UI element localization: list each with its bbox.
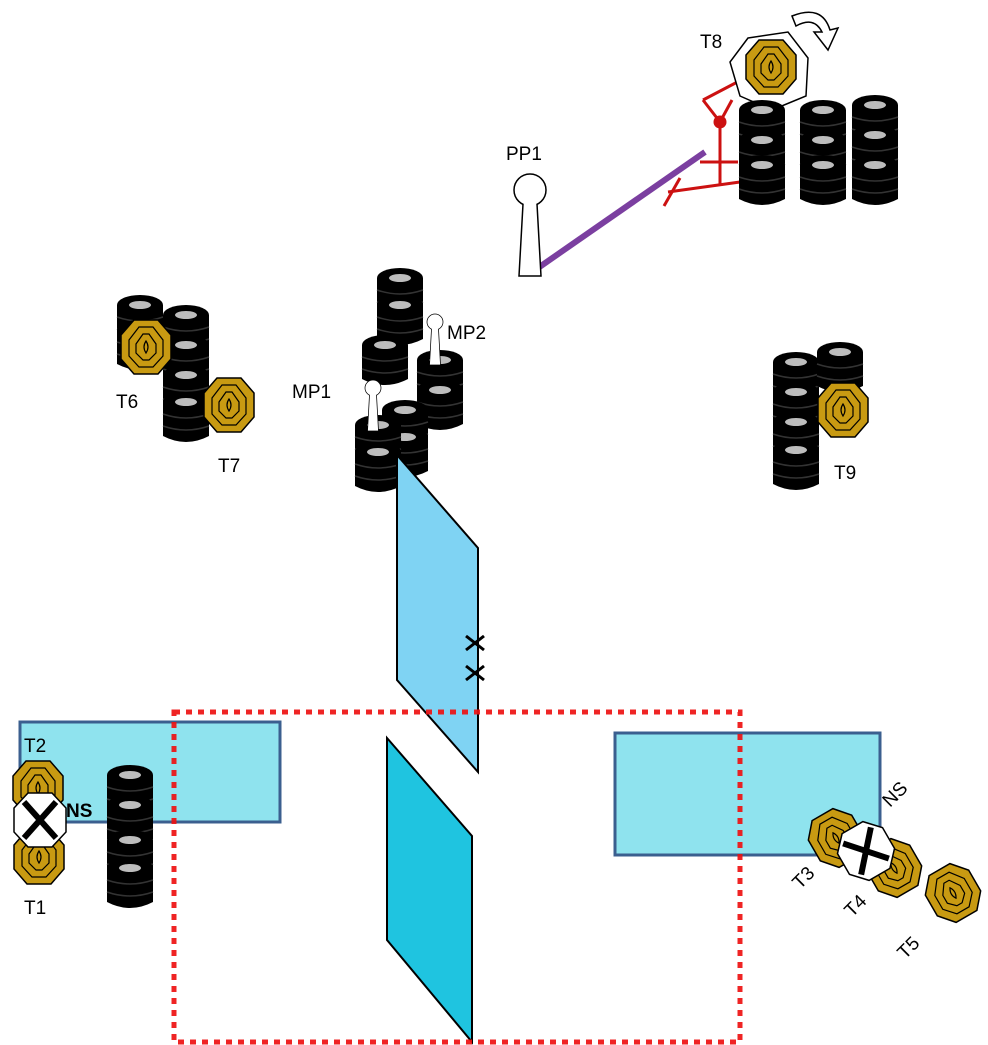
swinger-assembly: T8 [536,11,899,271]
label-mp2: MP2 [447,323,486,344]
wall-marker-icon [465,634,485,682]
swinger-arm [662,76,746,207]
target-t8 [745,39,797,95]
label-t9: T9 [834,463,856,484]
target-t9 [817,382,869,438]
label-t4: T4 [841,891,872,922]
target-t5 [917,856,988,930]
label-t2: T2 [24,736,46,757]
barrel-wall-top-right [738,94,899,206]
label-t7: T7 [218,456,240,477]
wall-upper [396,452,479,775]
label-t5: T5 [894,933,925,964]
barrel-stack-bottom-left [106,764,154,909]
target-t7 [203,377,255,433]
activation-cable [536,149,707,271]
wall-lower [386,735,473,1045]
rotation-arrow-icon [791,11,840,52]
label-ns-left: NS [66,801,92,822]
label-t1: T1 [24,898,46,919]
target-t6 [120,319,172,375]
no-shoot-left [14,793,66,847]
label-t6: T6 [116,392,138,413]
shooting-area [171,709,743,1045]
label-mp1: MP1 [292,382,331,403]
label-t3: T3 [789,863,820,894]
label-pp1: PP1 [506,144,542,165]
label-t8: T8 [700,32,722,53]
popper-pp1 [513,173,547,277]
label-ns-right: NS [879,778,913,812]
